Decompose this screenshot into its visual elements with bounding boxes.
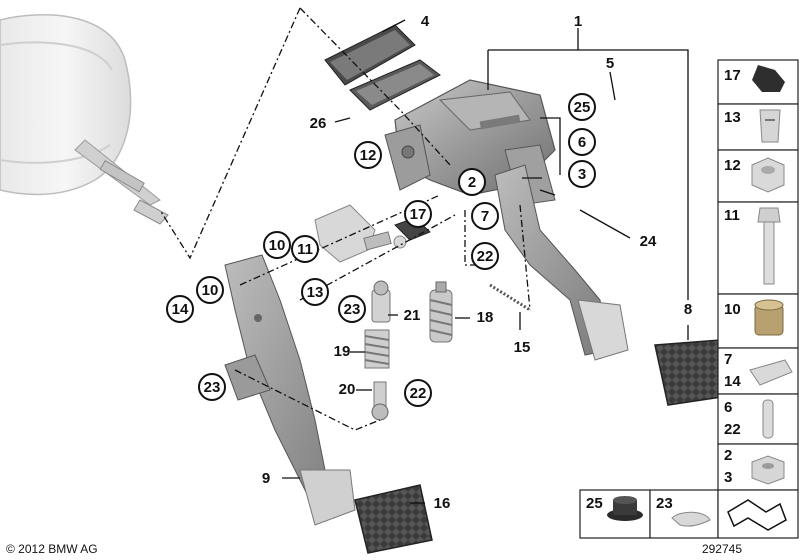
label-10-top: 10 — [269, 237, 286, 254]
callout-11-circle — [291, 235, 319, 263]
callout-23b-circle — [198, 373, 226, 401]
tension-spring-15 — [489, 283, 531, 312]
label-19: 19 — [334, 343, 351, 360]
col-label-25: 25 — [586, 495, 603, 512]
brake-pedal — [494, 164, 629, 361]
label-11: 11 — [297, 241, 313, 258]
cell-11 — [717, 201, 799, 295]
label-17: 17 — [410, 206, 427, 223]
callout-22b-circle — [404, 379, 432, 407]
pedal-pad-16 — [354, 484, 433, 554]
callout-10a-circle — [263, 231, 291, 259]
parts-column: 17 13 12 11 10 7 14 — [717, 59, 799, 491]
pin-20 — [371, 381, 389, 421]
label-5: 5 — [606, 55, 614, 72]
label-21: 21 — [404, 307, 421, 324]
label-6: 6 — [578, 134, 586, 151]
brake-booster — [0, 14, 169, 225]
label-15: 15 — [514, 339, 531, 356]
col-label-11: 11 — [724, 207, 740, 224]
label-7: 7 — [481, 208, 489, 225]
col-label-2: 2 — [724, 447, 732, 464]
flange-nut-2-icon — [751, 455, 785, 485]
label-3: 3 — [578, 166, 586, 183]
col-label-7: 7 — [724, 351, 732, 368]
col-label-17: 17 — [724, 67, 741, 84]
rivet-13-icon — [759, 109, 781, 143]
callout-10b-circle — [196, 276, 224, 304]
pin-6-icon — [762, 399, 774, 439]
col-label-22: 22 — [724, 421, 741, 438]
col-label-23: 23 — [656, 495, 673, 512]
col-label-3: 3 — [724, 469, 732, 486]
callout-23a-circle — [338, 295, 366, 323]
label-2: 2 — [468, 174, 476, 191]
callout-3-circle — [568, 160, 596, 188]
col-label-6: 6 — [724, 399, 732, 416]
cell-13 — [717, 103, 799, 151]
bottom-cells: 25 23 — [579, 489, 799, 539]
label-1: 1 — [574, 13, 582, 30]
callout-14-circle — [166, 295, 194, 323]
spring-19 — [364, 329, 390, 369]
label-24: 24 — [640, 233, 657, 250]
label-8: 8 — [684, 301, 692, 318]
callout-17-circle — [404, 200, 432, 228]
label-22-top: 22 — [477, 248, 494, 265]
label-9: 9 — [262, 470, 270, 487]
label-12: 12 — [360, 147, 377, 164]
master-cylinder — [314, 204, 407, 263]
label-16: 16 — [434, 495, 451, 512]
label-18: 18 — [477, 309, 494, 326]
clip-17-icon — [752, 65, 785, 92]
callout-25-circle — [568, 93, 596, 121]
bolt-11-icon — [757, 207, 781, 285]
label-20: 20 — [339, 381, 356, 398]
arrow-symbol-icon — [727, 499, 787, 531]
diagram-number: 292745 — [702, 542, 742, 556]
label-25: 25 — [574, 99, 591, 116]
clip-7-icon — [749, 359, 793, 386]
gasket-plates — [324, 24, 441, 111]
spring-return-18 — [429, 281, 453, 343]
grommet-25-icon — [607, 496, 643, 521]
bushing-10-icon — [754, 299, 784, 336]
callout-6-circle — [568, 128, 596, 156]
callouts: 1 4 5 26 25 6 3 12 2 17 7 10 11 22 24 10… — [166, 13, 692, 512]
callout-7-circle — [471, 202, 499, 230]
label-14: 14 — [172, 301, 189, 318]
col-label-13: 13 — [724, 109, 741, 126]
label-26: 26 — [310, 115, 327, 132]
callout-22a-circle — [471, 242, 499, 270]
col-label-12: 12 — [724, 157, 741, 174]
cell-6-22 — [717, 393, 799, 445]
bushing-21 — [371, 280, 391, 323]
col-label-14: 14 — [724, 373, 741, 390]
label-23-top: 23 — [344, 301, 361, 318]
clutch-pedal — [224, 254, 356, 526]
callout-12-circle — [354, 141, 382, 169]
copyright-text: © 2012 BMW AG — [6, 542, 98, 556]
washer-23-icon — [671, 511, 711, 527]
nut-12-icon — [751, 157, 785, 193]
label-4: 4 — [421, 13, 430, 30]
callout-2-circle — [458, 168, 486, 196]
label-22-bottom: 22 — [410, 385, 427, 402]
label-23-bottom: 23 — [204, 379, 221, 396]
callout-13-circle — [301, 278, 329, 306]
label-10-bottom: 10 — [202, 282, 219, 299]
col-label-10: 10 — [724, 301, 741, 318]
label-13: 13 — [307, 284, 324, 301]
